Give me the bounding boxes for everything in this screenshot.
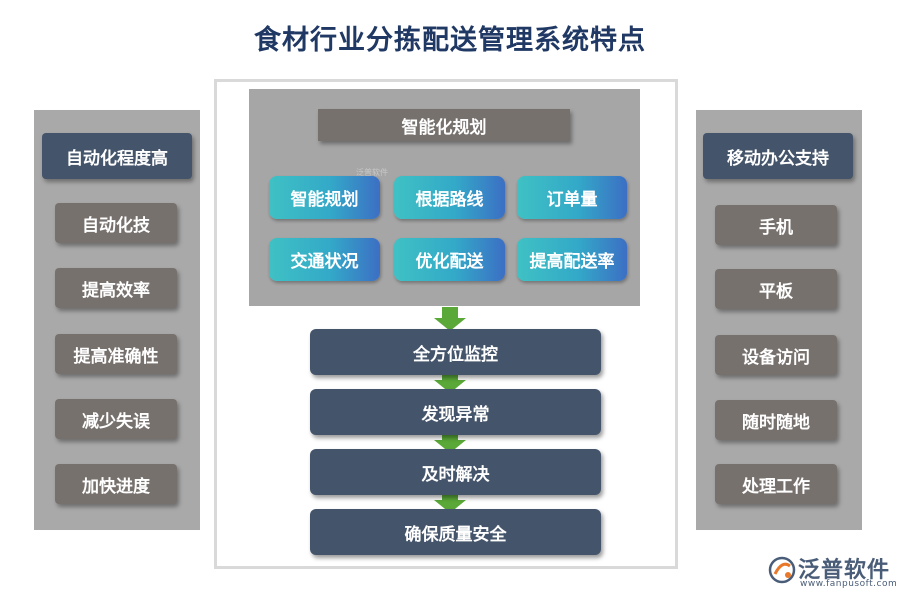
planning-item-5: 优化配送 bbox=[394, 238, 505, 281]
planning-item-6: 提高配送率 bbox=[517, 238, 627, 281]
flow-step-2: 发现异常 bbox=[310, 389, 601, 435]
planning-item-1: 智能规划 bbox=[269, 176, 380, 219]
flow-step-3: 及时解决 bbox=[310, 449, 601, 495]
watermark: 泛普软件 bbox=[356, 168, 388, 177]
brand-logo: 泛普软件 www.fanpusoft.com bbox=[768, 552, 897, 592]
left-panel-header: 自动化程度高 bbox=[42, 133, 192, 179]
planning-item-4: 交通状况 bbox=[269, 238, 380, 281]
brand-name: 泛普软件 bbox=[798, 558, 891, 583]
right-item-3: 设备访问 bbox=[715, 335, 837, 375]
flow-step-4: 确保质量安全 bbox=[310, 509, 601, 555]
planning-item-3: 订单量 bbox=[517, 176, 627, 219]
down-arrow-icon bbox=[434, 307, 466, 331]
page-title: 食材行业分拣配送管理系统特点 bbox=[254, 25, 646, 56]
flow-step-1: 全方位监控 bbox=[310, 329, 601, 375]
left-item-5: 加快进度 bbox=[55, 464, 177, 504]
planning-item-2: 根据路线 bbox=[394, 176, 505, 219]
left-item-4: 减少失误 bbox=[55, 399, 177, 439]
right-item-2: 平板 bbox=[715, 269, 837, 309]
right-panel-header: 移动办公支持 bbox=[703, 133, 853, 179]
left-item-1: 自动化技 bbox=[55, 203, 177, 243]
right-item-5: 处理工作 bbox=[715, 464, 837, 504]
right-feature-panel bbox=[696, 110, 862, 530]
left-item-3: 提高准确性 bbox=[55, 334, 177, 374]
brand-logo-icon bbox=[768, 556, 796, 584]
planning-header: 智能化规划 bbox=[318, 109, 570, 141]
brand-url: www.fanpusoft.com bbox=[800, 579, 898, 589]
left-feature-panel bbox=[34, 110, 200, 530]
down-arrow-icon bbox=[434, 369, 466, 393]
right-item-4: 随时随地 bbox=[715, 400, 837, 440]
right-item-1: 手机 bbox=[715, 205, 837, 245]
left-item-2: 提高效率 bbox=[55, 268, 177, 308]
down-arrow-icon bbox=[434, 429, 466, 453]
down-arrow-icon bbox=[434, 489, 466, 513]
